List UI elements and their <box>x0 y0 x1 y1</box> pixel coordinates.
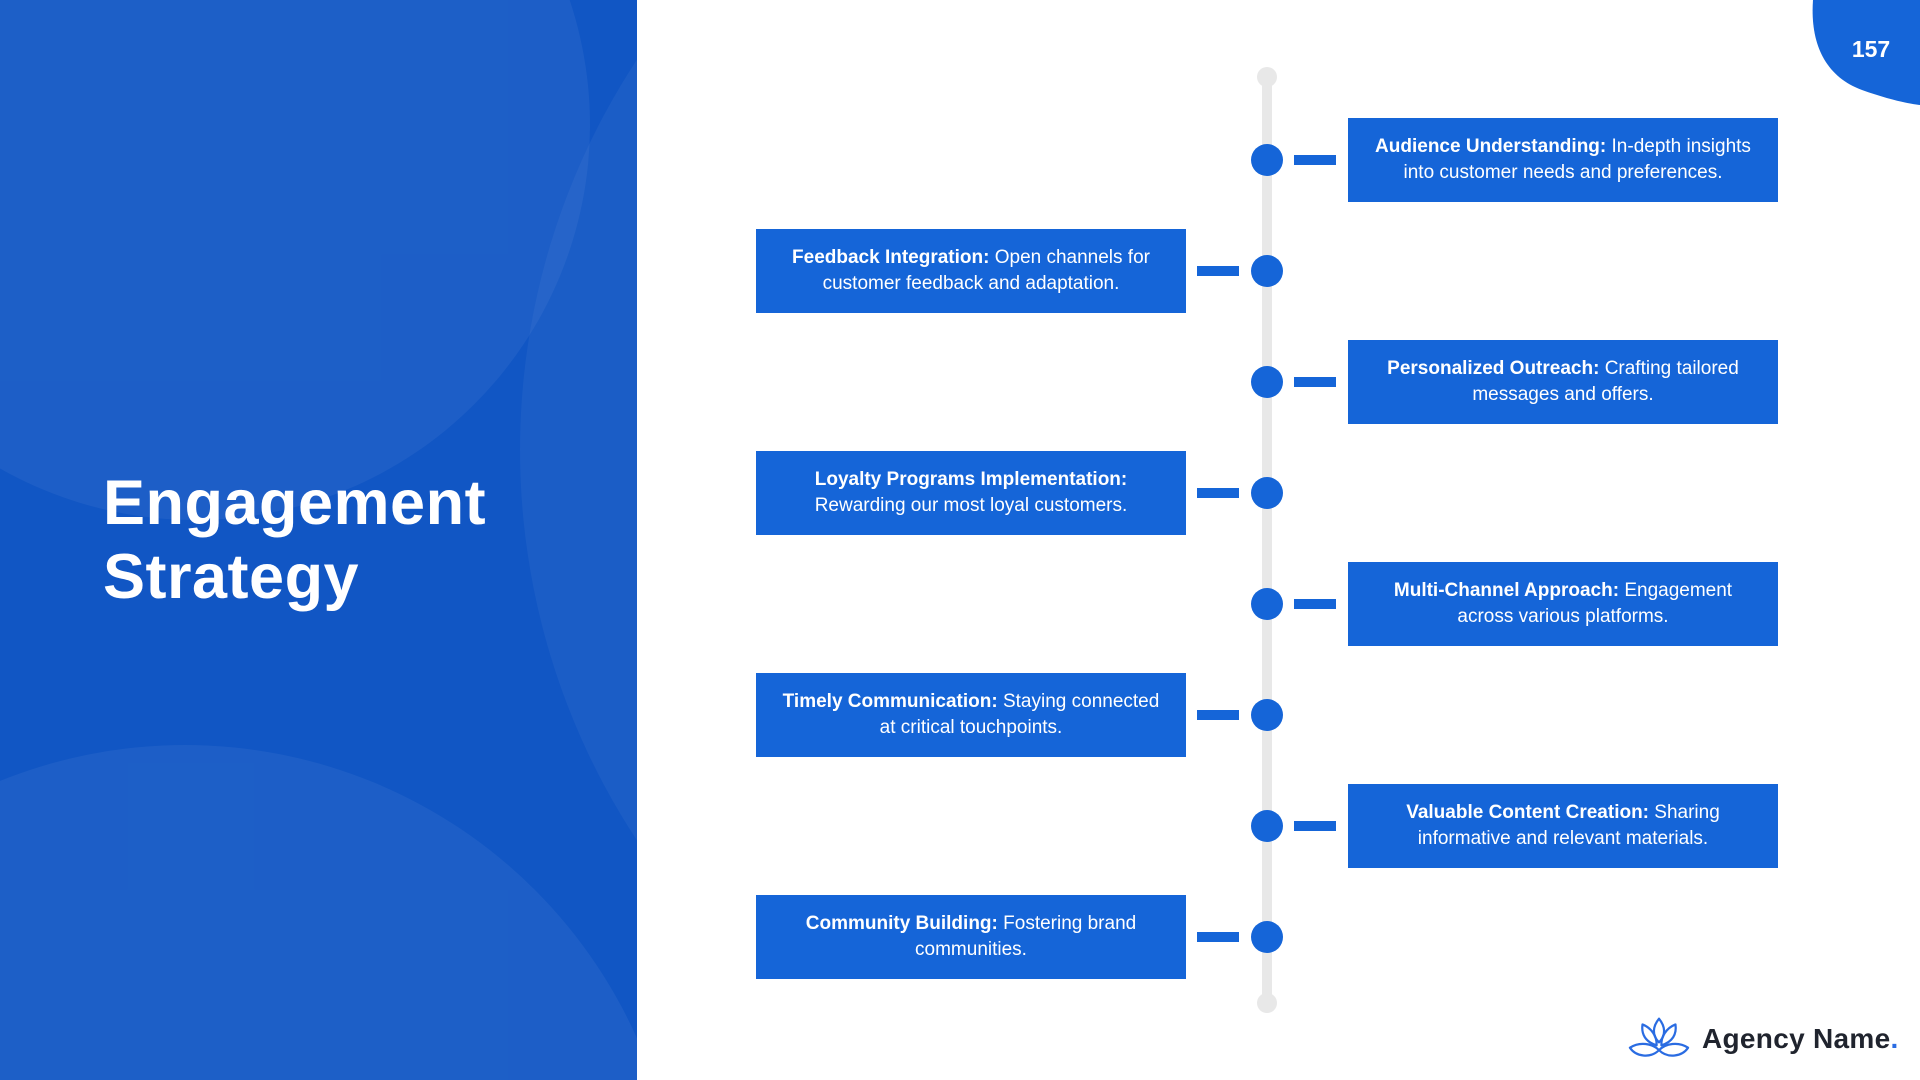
timeline-connector <box>1197 932 1239 942</box>
timeline-card-text: Audience Understanding: In-depth insight… <box>1348 134 1778 186</box>
page-title-line1: Engagement <box>103 468 487 538</box>
timeline-card-text: Personalized Outreach: Crafting tailored… <box>1348 356 1778 408</box>
timeline-card: Personalized Outreach: Crafting tailored… <box>1348 340 1778 424</box>
decorative-circle <box>0 0 590 520</box>
timeline-card-title: Personalized Outreach: <box>1387 358 1600 379</box>
timeline-card: Timely Communication: Staying connected … <box>756 673 1186 757</box>
timeline-node <box>1251 699 1283 731</box>
page-number: 157 <box>1851 36 1891 62</box>
timeline-card-text: Multi-Channel Approach: Engagement acros… <box>1348 578 1778 630</box>
timeline-connector <box>1294 377 1336 387</box>
timeline-card-description: Engagement across various platforms. <box>1457 580 1733 627</box>
timeline-card: Loyalty Programs Implementation: Rewardi… <box>756 451 1186 535</box>
title-panel: Engagement Strategy <box>0 0 637 1080</box>
brand-name: Agency Name. <box>1702 1023 1899 1055</box>
timeline-card-description: Sharing informative and relevant materia… <box>1417 802 1720 849</box>
timeline-connector <box>1294 599 1336 609</box>
timeline-connector <box>1197 266 1239 276</box>
timeline-node <box>1251 477 1283 509</box>
timeline-card-text: Valuable Content Creation: Sharing infor… <box>1348 800 1778 852</box>
timeline-node <box>1251 255 1283 287</box>
timeline-connector <box>1197 488 1239 498</box>
timeline-card-description: Staying connected at critical touchpoint… <box>879 691 1160 738</box>
page-title: Engagement Strategy <box>103 466 486 614</box>
timeline-card: Valuable Content Creation: Sharing infor… <box>1348 784 1778 868</box>
timeline-end-cap <box>1257 993 1277 1013</box>
timeline-node <box>1251 144 1283 176</box>
timeline-start-cap <box>1257 67 1277 87</box>
timeline-card-title: Loyalty Programs Implementation: <box>814 469 1128 490</box>
timeline-card-title: Timely Communication: <box>782 691 998 712</box>
timeline-card: Multi-Channel Approach: Engagement acros… <box>1348 562 1778 646</box>
timeline-card-title: Multi-Channel Approach: <box>1393 580 1620 601</box>
brand-name-text: Agency Name <box>1702 1023 1891 1054</box>
timeline-card-description: Rewarding our most loyal customers. <box>814 495 1128 516</box>
brand-footer: Agency Name. <box>1628 1014 1899 1064</box>
timeline-card-description: Crafting tailored messages and offers. <box>1472 358 1739 405</box>
page-title-line2: Strategy <box>103 542 360 612</box>
timeline-connector <box>1197 710 1239 720</box>
timeline-connector <box>1294 155 1336 165</box>
timeline-node <box>1251 366 1283 398</box>
decorative-circle <box>0 745 637 1080</box>
timeline-card-text: Community Building: Fostering brand comm… <box>756 911 1186 963</box>
timeline-node <box>1251 588 1283 620</box>
timeline-connector <box>1294 821 1336 831</box>
timeline-card: Feedback Integration: Open channels for … <box>756 229 1186 313</box>
timeline-card: Community Building: Fostering brand comm… <box>756 895 1186 979</box>
page-number-badge-shape <box>1812 0 1920 105</box>
timeline-card-title: Community Building: <box>805 913 998 934</box>
brand-name-dot: . <box>1890 1023 1899 1054</box>
timeline-card-title: Audience Understanding: <box>1375 136 1607 157</box>
timeline-card-description: Open channels for customer feedback and … <box>822 247 1150 294</box>
lotus-icon <box>1628 1017 1690 1057</box>
timeline-node <box>1251 921 1283 953</box>
timeline-card-text: Timely Communication: Staying connected … <box>756 689 1186 741</box>
timeline-card-description: In-depth insights into customer needs an… <box>1403 136 1751 183</box>
timeline-line <box>1262 77 1272 1003</box>
timeline-node <box>1251 810 1283 842</box>
timeline-card-text: Feedback Integration: Open channels for … <box>756 245 1186 297</box>
timeline-card-title: Valuable Content Creation: <box>1406 802 1650 823</box>
timeline-card: Audience Understanding: In-depth insight… <box>1348 118 1778 202</box>
timeline-card-text: Loyalty Programs Implementation: Rewardi… <box>756 467 1186 519</box>
timeline-card-description: Fostering brand communities. <box>915 913 1137 960</box>
timeline-card-title: Feedback Integration: <box>792 247 990 268</box>
